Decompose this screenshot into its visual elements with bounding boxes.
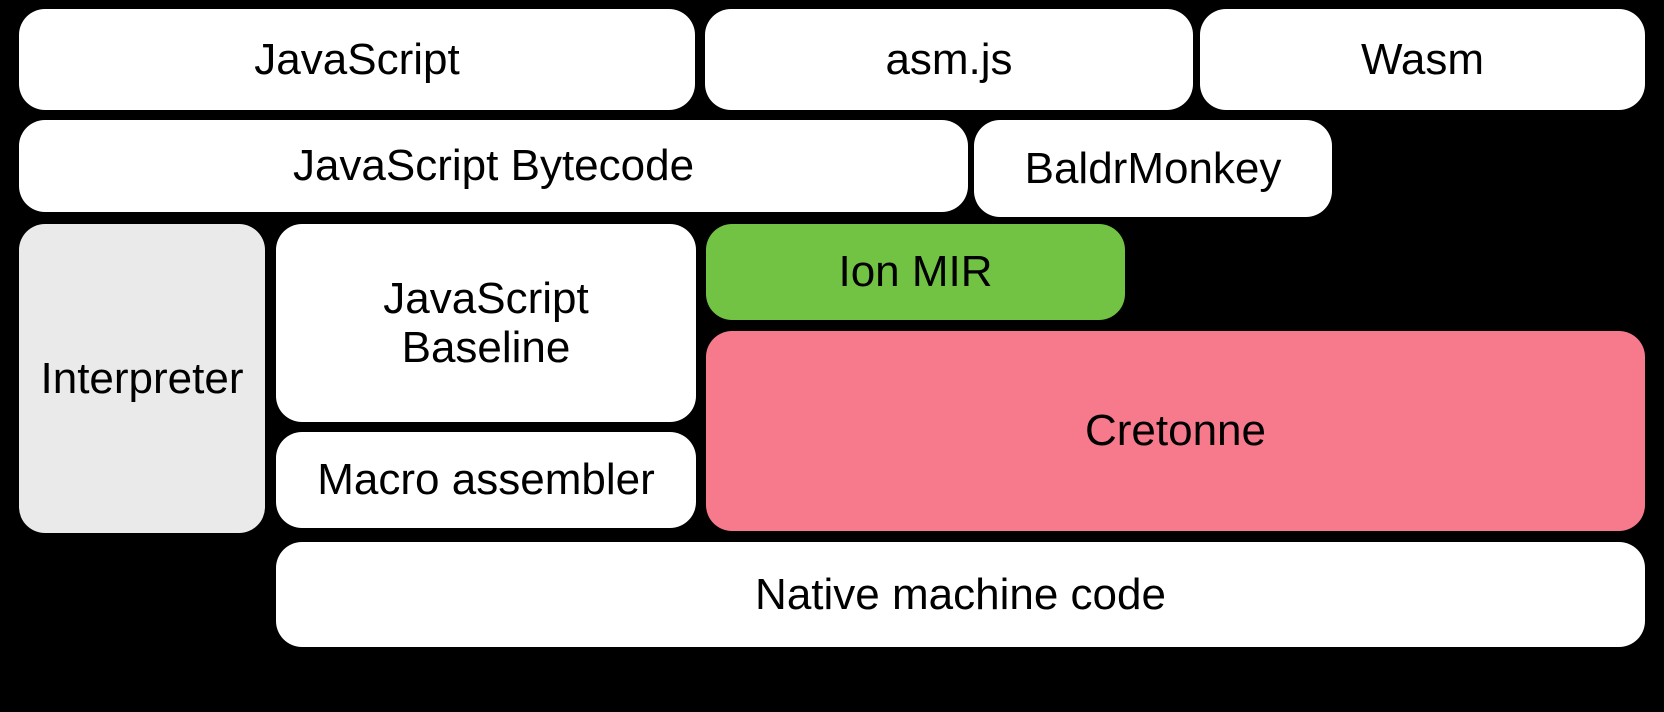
box-interpreter[interactable]: Interpreter [19,224,265,533]
box-javascript-bytecode[interactable]: JavaScript Bytecode [19,120,968,212]
box-javascript[interactable]: JavaScript [19,9,695,110]
box-macro-assembler[interactable]: Macro assembler [276,432,696,528]
box-javascript-baseline[interactable]: JavaScript Baseline [276,224,696,422]
box-ion-mir[interactable]: Ion MIR [706,224,1125,320]
box-wasm[interactable]: Wasm [1200,9,1645,110]
box-native-machine-code[interactable]: Native machine code [276,542,1645,647]
box-cretonne[interactable]: Cretonne [706,331,1645,531]
box-asmjs[interactable]: asm.js [705,9,1193,110]
box-baldrmonkey[interactable]: BaldrMonkey [974,120,1332,217]
